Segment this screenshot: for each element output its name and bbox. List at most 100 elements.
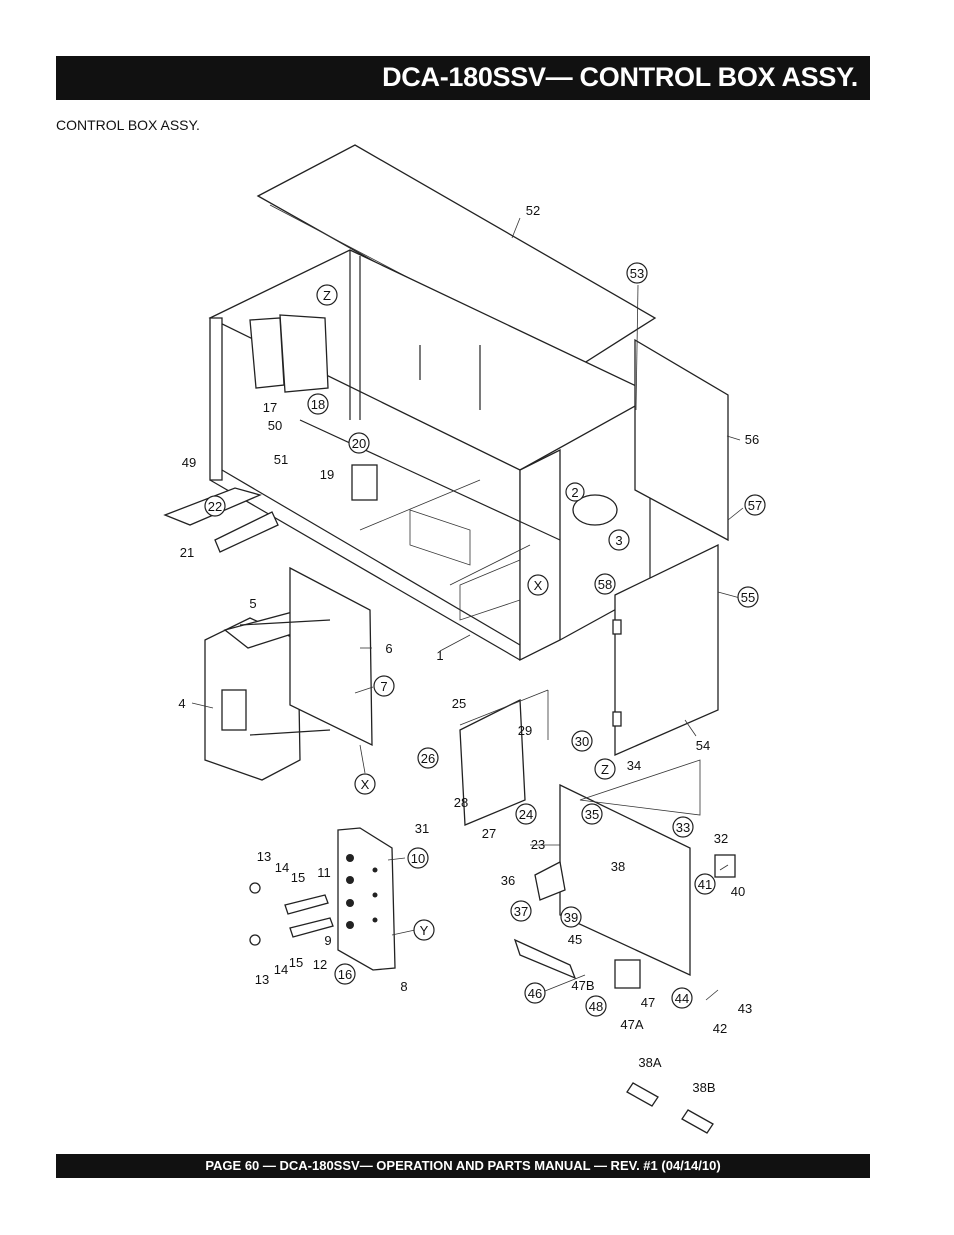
label-1: 1: [436, 648, 443, 663]
svg-text:41: 41: [698, 877, 712, 892]
svg-text:30: 30: [575, 734, 589, 749]
svg-text:20: 20: [352, 436, 366, 451]
callout-30: 30: [571, 730, 593, 752]
section-subtitle: CONTROL BOX ASSY.: [56, 117, 200, 133]
label-6: 6: [385, 641, 392, 656]
svg-text:53: 53: [630, 266, 644, 281]
label-54: 54: [696, 738, 710, 753]
callout-x-bracket: X: [354, 773, 376, 795]
callout-39: 39: [560, 906, 582, 928]
label-5: 5: [249, 596, 256, 611]
footer-text: PAGE 60 — DCA-180SSV— OPERATION AND PART…: [205, 1158, 721, 1173]
label-15-top: 15: [291, 870, 305, 885]
label-47a: 47A: [620, 1017, 643, 1032]
callout-24: 24: [515, 803, 537, 825]
title-bar: DCA-180SSV— CONTROL BOX ASSY.: [56, 56, 870, 100]
callout-18: 18: [307, 393, 329, 415]
callout-x-frame: X: [527, 574, 549, 596]
callout-3: 3: [608, 529, 630, 551]
callout-55: 55: [737, 586, 759, 608]
label-40: 40: [731, 884, 745, 899]
callout-46: 46: [524, 982, 546, 1004]
svg-text:3: 3: [615, 533, 622, 548]
svg-text:33: 33: [676, 820, 690, 835]
callout-7: 7: [373, 675, 395, 697]
page-title: DCA-180SSV— CONTROL BOX ASSY.: [382, 62, 858, 92]
label-42: 42: [713, 1021, 727, 1036]
label-12: 12: [313, 957, 327, 972]
label-15-bottom: 15: [289, 955, 303, 970]
svg-text:44: 44: [675, 991, 689, 1006]
label-21: 21: [180, 545, 194, 560]
svg-text:46: 46: [528, 986, 542, 1001]
svg-text:57: 57: [748, 498, 762, 513]
callout-26: 26: [417, 747, 439, 769]
label-14-bottom: 14: [274, 962, 288, 977]
label-38: 38: [611, 859, 625, 874]
label-19: 19: [320, 467, 334, 482]
label-50: 50: [268, 418, 282, 433]
label-17: 17: [263, 400, 277, 415]
label-25: 25: [452, 696, 466, 711]
fuse-38b: [681, 1109, 714, 1134]
callout-z-top: Z: [316, 284, 338, 306]
svg-text:10: 10: [411, 851, 425, 866]
label-31: 31: [415, 821, 429, 836]
cabinet-frame: [208, 249, 661, 662]
svg-text:26: 26: [421, 751, 435, 766]
fuse-38a: [626, 1082, 659, 1107]
switch-bracket: [459, 698, 526, 826]
label-8: 8: [400, 979, 407, 994]
label-36: 36: [501, 873, 515, 888]
svg-text:22: 22: [208, 499, 222, 514]
terminal-plate: [337, 827, 396, 971]
label-43: 43: [738, 1001, 752, 1016]
label-34: 34: [627, 758, 641, 773]
callout-33: 33: [672, 816, 694, 838]
svg-text:39: 39: [564, 910, 578, 925]
callout-y-plate: Y: [413, 919, 435, 941]
label-11: 11: [317, 865, 331, 880]
label-38a: 38A: [638, 1055, 661, 1070]
label-13-top: 13: [257, 849, 271, 864]
callout-57: 57: [744, 494, 766, 516]
svg-text:16: 16: [338, 967, 352, 982]
svg-text:X: X: [534, 578, 543, 593]
label-56: 56: [745, 432, 759, 447]
callout-41: 41: [694, 873, 716, 895]
label-32: 32: [714, 831, 728, 846]
side-panel: [634, 338, 729, 542]
svg-text:7: 7: [380, 679, 387, 694]
svg-text:2: 2: [571, 485, 578, 500]
callout-53: 53: [626, 262, 648, 284]
label-47: 47: [641, 995, 655, 1010]
label-27: 27: [482, 826, 496, 841]
label-4: 4: [178, 696, 185, 711]
callout-48: 48: [585, 995, 607, 1017]
label-38b: 38B: [692, 1080, 715, 1095]
footer-bar: PAGE 60 — DCA-180SSV— OPERATION AND PART…: [56, 1154, 870, 1178]
callout-35: 35: [581, 803, 603, 825]
callout-z-panel: Z: [594, 758, 616, 780]
label-9: 9: [324, 933, 331, 948]
callout-22: 22: [204, 495, 226, 517]
callout-10: 10: [407, 847, 429, 869]
callout-20: 20: [348, 432, 370, 454]
svg-text:48: 48: [589, 999, 603, 1014]
svg-text:58: 58: [598, 577, 612, 592]
label-49: 49: [182, 455, 196, 470]
svg-text:X: X: [361, 777, 370, 792]
callout-2: 2: [565, 482, 585, 502]
svg-text:37: 37: [514, 904, 528, 919]
label-23: 23: [531, 837, 545, 852]
svg-text:Y: Y: [420, 923, 429, 938]
breaker-bracket: [289, 566, 373, 747]
label-14-top: 14: [275, 860, 289, 875]
label-52: 52: [526, 203, 540, 218]
svg-text:24: 24: [519, 807, 533, 822]
callout-16: 16: [334, 963, 356, 985]
label-29: 29: [518, 723, 532, 738]
svg-text:18: 18: [311, 397, 325, 412]
callout-44: 44: [671, 987, 693, 1009]
